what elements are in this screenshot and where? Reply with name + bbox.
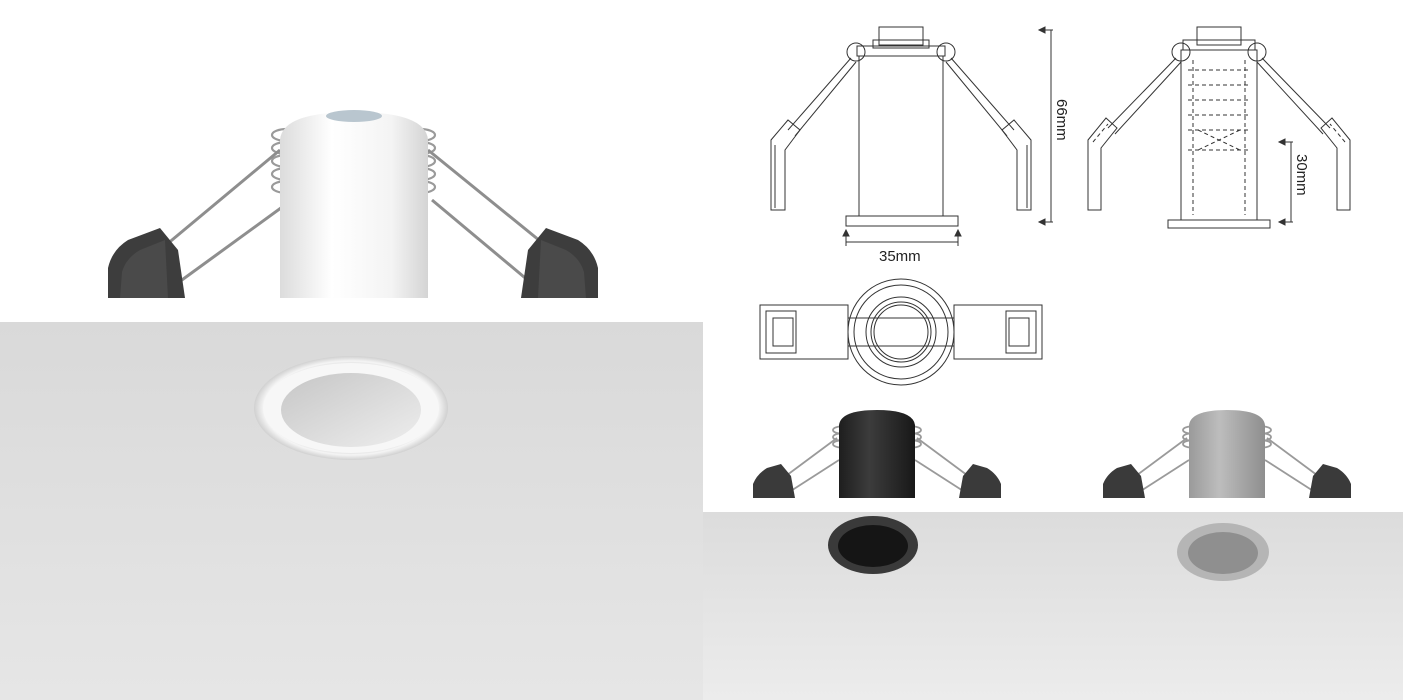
right-clip	[1309, 464, 1351, 498]
left-clip	[753, 464, 795, 498]
height-dimension-line	[1037, 26, 1053, 226]
depth-dimension-line	[1277, 138, 1293, 226]
height-dimension-label: 66mm	[1053, 99, 1070, 141]
technical-drawing-svg: 66mm 35mm 30mm	[759, 26, 1351, 386]
grey-finish-render	[1053, 400, 1403, 700]
section-view-drawing	[1087, 26, 1351, 229]
right-clip	[959, 464, 1001, 498]
width-dimension-label: 35mm	[879, 248, 921, 265]
grey-downlight-body	[1189, 410, 1265, 498]
left-clip	[1103, 464, 1145, 498]
left-spring-wire	[159, 148, 286, 287]
grey-finish-render-svg	[1053, 400, 1403, 700]
right-spring-wire	[427, 148, 546, 284]
white-finish-render	[0, 110, 703, 700]
downlight-body	[280, 112, 428, 298]
downlight-top-cap	[326, 110, 382, 122]
white-finish-render-svg	[0, 110, 703, 700]
white-trim-aperture	[281, 373, 421, 447]
depth-dimension-label: 30mm	[1293, 154, 1310, 196]
grey-trim-aperture	[1188, 532, 1258, 574]
black-downlight-body	[839, 410, 915, 498]
front-view-drawing	[770, 26, 1032, 227]
black-finish-render	[703, 400, 1053, 700]
black-finish-render-svg	[703, 400, 1053, 700]
width-dimension-line	[842, 228, 962, 246]
top-view-drawing	[759, 278, 1043, 386]
black-trim-aperture	[838, 525, 908, 567]
